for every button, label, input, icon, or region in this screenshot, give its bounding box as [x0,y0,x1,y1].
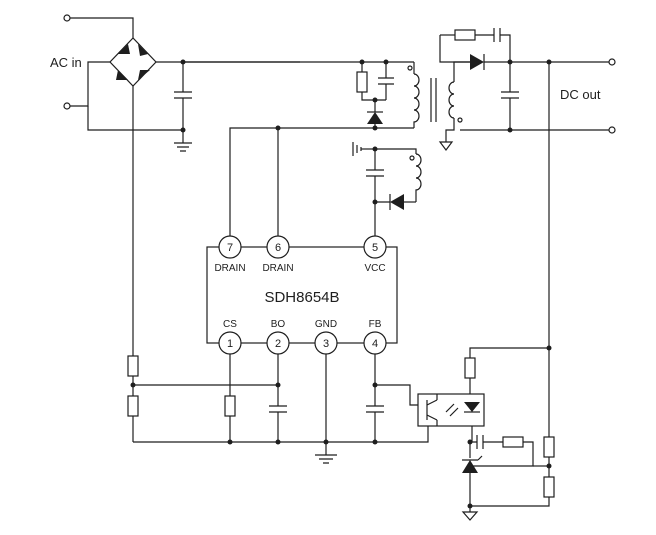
secondary-ground-2 [461,511,479,521]
optocoupler [417,393,485,427]
fb-capacitor [366,354,418,442]
opto-bias-resistor [464,357,476,379]
output-diode [470,54,484,70]
pin-7-label: DRAIN [214,263,245,274]
svg-text:6: 6 [275,242,281,254]
aux-supply [352,142,422,237]
rcd-snubber [356,62,394,128]
output-rectifier: DC out [439,28,616,134]
pin-1-label: CS [223,319,237,330]
pin-6-label: DRAIN [262,263,293,274]
pin-5 [363,235,387,259]
secondary-ground [438,141,454,151]
phototransistor [426,399,438,421]
chip-name: SDH8654B [264,289,339,306]
bridge-rectifier [109,37,300,130]
aux-diode [390,194,404,210]
divider-resistor-top [543,436,555,458]
optocoupler-body [417,393,485,427]
bridge-diode-4 [138,70,150,80]
ac-terminal-bottom [63,102,71,110]
svg-text:2: 2 [275,338,281,350]
ac-input: AC in [50,14,134,110]
ac-in-label: AC in [50,55,82,70]
brownout-divider [127,130,281,442]
bulk-capacitor [174,59,192,152]
ic-body [206,246,398,344]
output-snubber-resistor [454,29,476,41]
ac-terminal-top [63,14,71,22]
svg-text:4: 4 [372,338,378,350]
bo-resistor-top [127,355,139,377]
pin-2-label: BO [271,319,286,330]
snubber-diode [367,112,383,124]
pin-6 [266,235,290,259]
primary-ground [315,454,337,464]
bo-resistor-bottom [127,395,139,417]
svg-text:1: 1 [227,338,233,350]
divider-resistor-bottom [543,476,555,498]
pin-7 [218,235,242,259]
svg-text:5: 5 [372,242,378,254]
svg-text:7: 7 [227,242,233,254]
dc-terminal-top [608,58,616,66]
transformer [407,61,470,151]
ic-package: SDH8654B 7 DRAIN 6 DRAIN 5 VCC CS 1 BO 2… [206,235,398,355]
dc-terminal-bottom [608,126,616,134]
pin-5-label: VCC [364,263,385,274]
bo-capacitor [269,354,287,442]
snubber-resistor [356,71,368,93]
aux-ground [352,142,362,156]
bridge-diode-3 [116,70,128,80]
pin-3-label: GND [315,319,337,330]
dc-out-label: DC out [560,87,601,102]
tl431-shunt [462,460,478,473]
cs-resistor [224,354,236,442]
comp-resistor [502,436,524,448]
svg-text:3: 3 [323,338,329,350]
pin-4-label: FB [369,319,382,330]
bridge-diode-2 [138,44,148,56]
gnd-pin-line [315,354,337,464]
bridge-diode-1 [118,44,130,54]
opto-led [464,402,480,412]
feedback-network [461,62,555,521]
